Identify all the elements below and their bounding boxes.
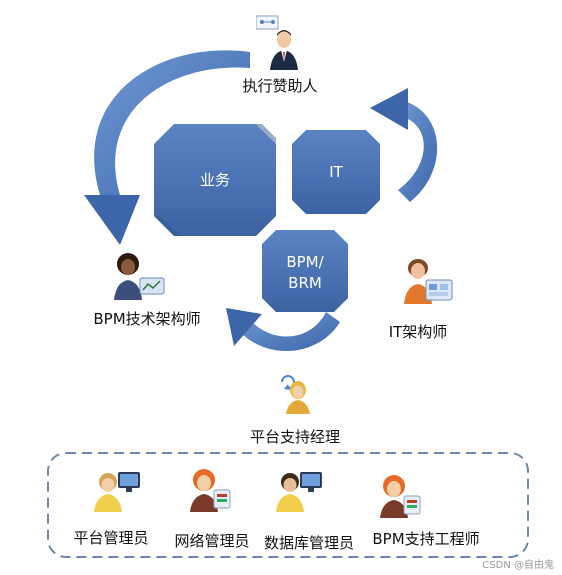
bpm-engineer-label: BPM支持工程师 <box>372 530 480 548</box>
bpm-architect-label: BPM技术架构师 <box>93 310 201 328</box>
platform-manager-label: 平台支持经理 <box>249 428 341 446</box>
platform-manager-avatar <box>276 374 316 420</box>
block-business-label: 业务 <box>199 171 230 189</box>
sponsor-avatar <box>255 14 306 76</box>
db-admin-label: 数据库管理员 <box>263 534 355 552</box>
network-admin-label: 网络管理员 <box>174 532 250 550</box>
block-bpm-line1: BPM/ <box>286 253 324 271</box>
bpm-architect-avatar <box>110 250 166 306</box>
block-business <box>154 124 276 236</box>
block-bpm-brm <box>262 230 348 312</box>
bpm-engineer-avatar <box>378 472 424 522</box>
arrow-sponsor-to-bpm-architect <box>84 50 250 245</box>
arrow-it-architect-to-sponsor <box>370 88 438 202</box>
block-it-label: IT <box>329 163 343 181</box>
block-it <box>292 130 380 214</box>
sponsor-label: 执行赞助人 <box>242 77 318 95</box>
block-bpm-line2: BRM <box>288 274 322 292</box>
it-architect-avatar <box>398 254 456 310</box>
it-architect-label: IT架构师 <box>388 323 448 341</box>
db-admin-avatar <box>272 468 324 516</box>
block-bpm-brm-label: BPM/ BRM <box>262 252 348 294</box>
support-team-container <box>47 452 529 558</box>
platform-admin-label: 平台管理员 <box>73 529 149 547</box>
arrow-platform-manager-to-bpm <box>226 308 340 352</box>
platform-admin-avatar <box>90 468 142 516</box>
watermark: CSDN @自由鬼 <box>482 560 554 571</box>
network-admin-avatar <box>188 466 234 516</box>
